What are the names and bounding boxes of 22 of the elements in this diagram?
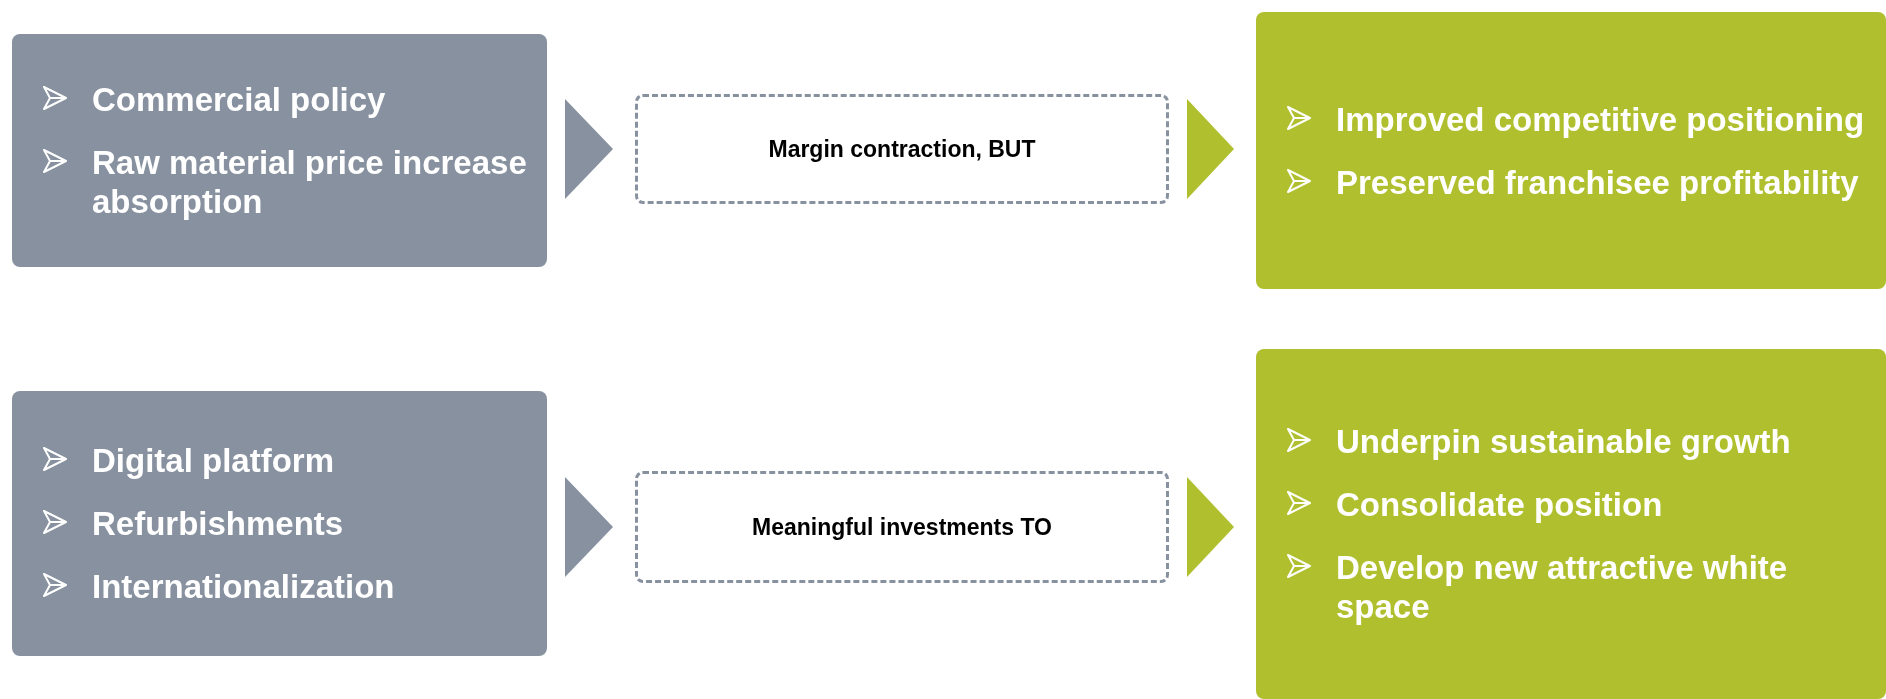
bullet-text: Preserved franchisee profitability	[1336, 162, 1859, 202]
bullet-list-box	[1256, 12, 1886, 289]
box-text: Meaningful investments TO	[752, 513, 1052, 541]
dashed-text-box	[635, 471, 1169, 583]
bullet-text: Develop new attractive white space	[1336, 548, 1789, 626]
bullet-list-box	[12, 391, 547, 656]
chevron-arrow	[1187, 99, 1234, 199]
bullet-list-box	[1256, 349, 1886, 699]
chevron-arrow	[565, 477, 613, 577]
bullet-list-box	[12, 34, 547, 267]
bullet-text: Underpin sustainable growth	[1336, 422, 1791, 461]
bullet-text: Refurbishments	[92, 504, 344, 543]
chevron-arrow	[565, 99, 613, 199]
bullet-text: Improved competitive positioning	[1336, 99, 1865, 139]
bullet-text: Internationalization	[92, 567, 395, 606]
chevron-arrow	[1187, 477, 1234, 577]
bullet-text: Commercial policy	[92, 80, 386, 119]
bullet-text: Consolidate position	[1336, 485, 1663, 524]
bullet-text: Raw material price increase absorption	[92, 143, 527, 221]
box-text: Margin contraction, BUT	[768, 135, 1036, 163]
bullet-text: Digital platform	[92, 441, 334, 480]
dashed-text-box	[635, 94, 1169, 204]
